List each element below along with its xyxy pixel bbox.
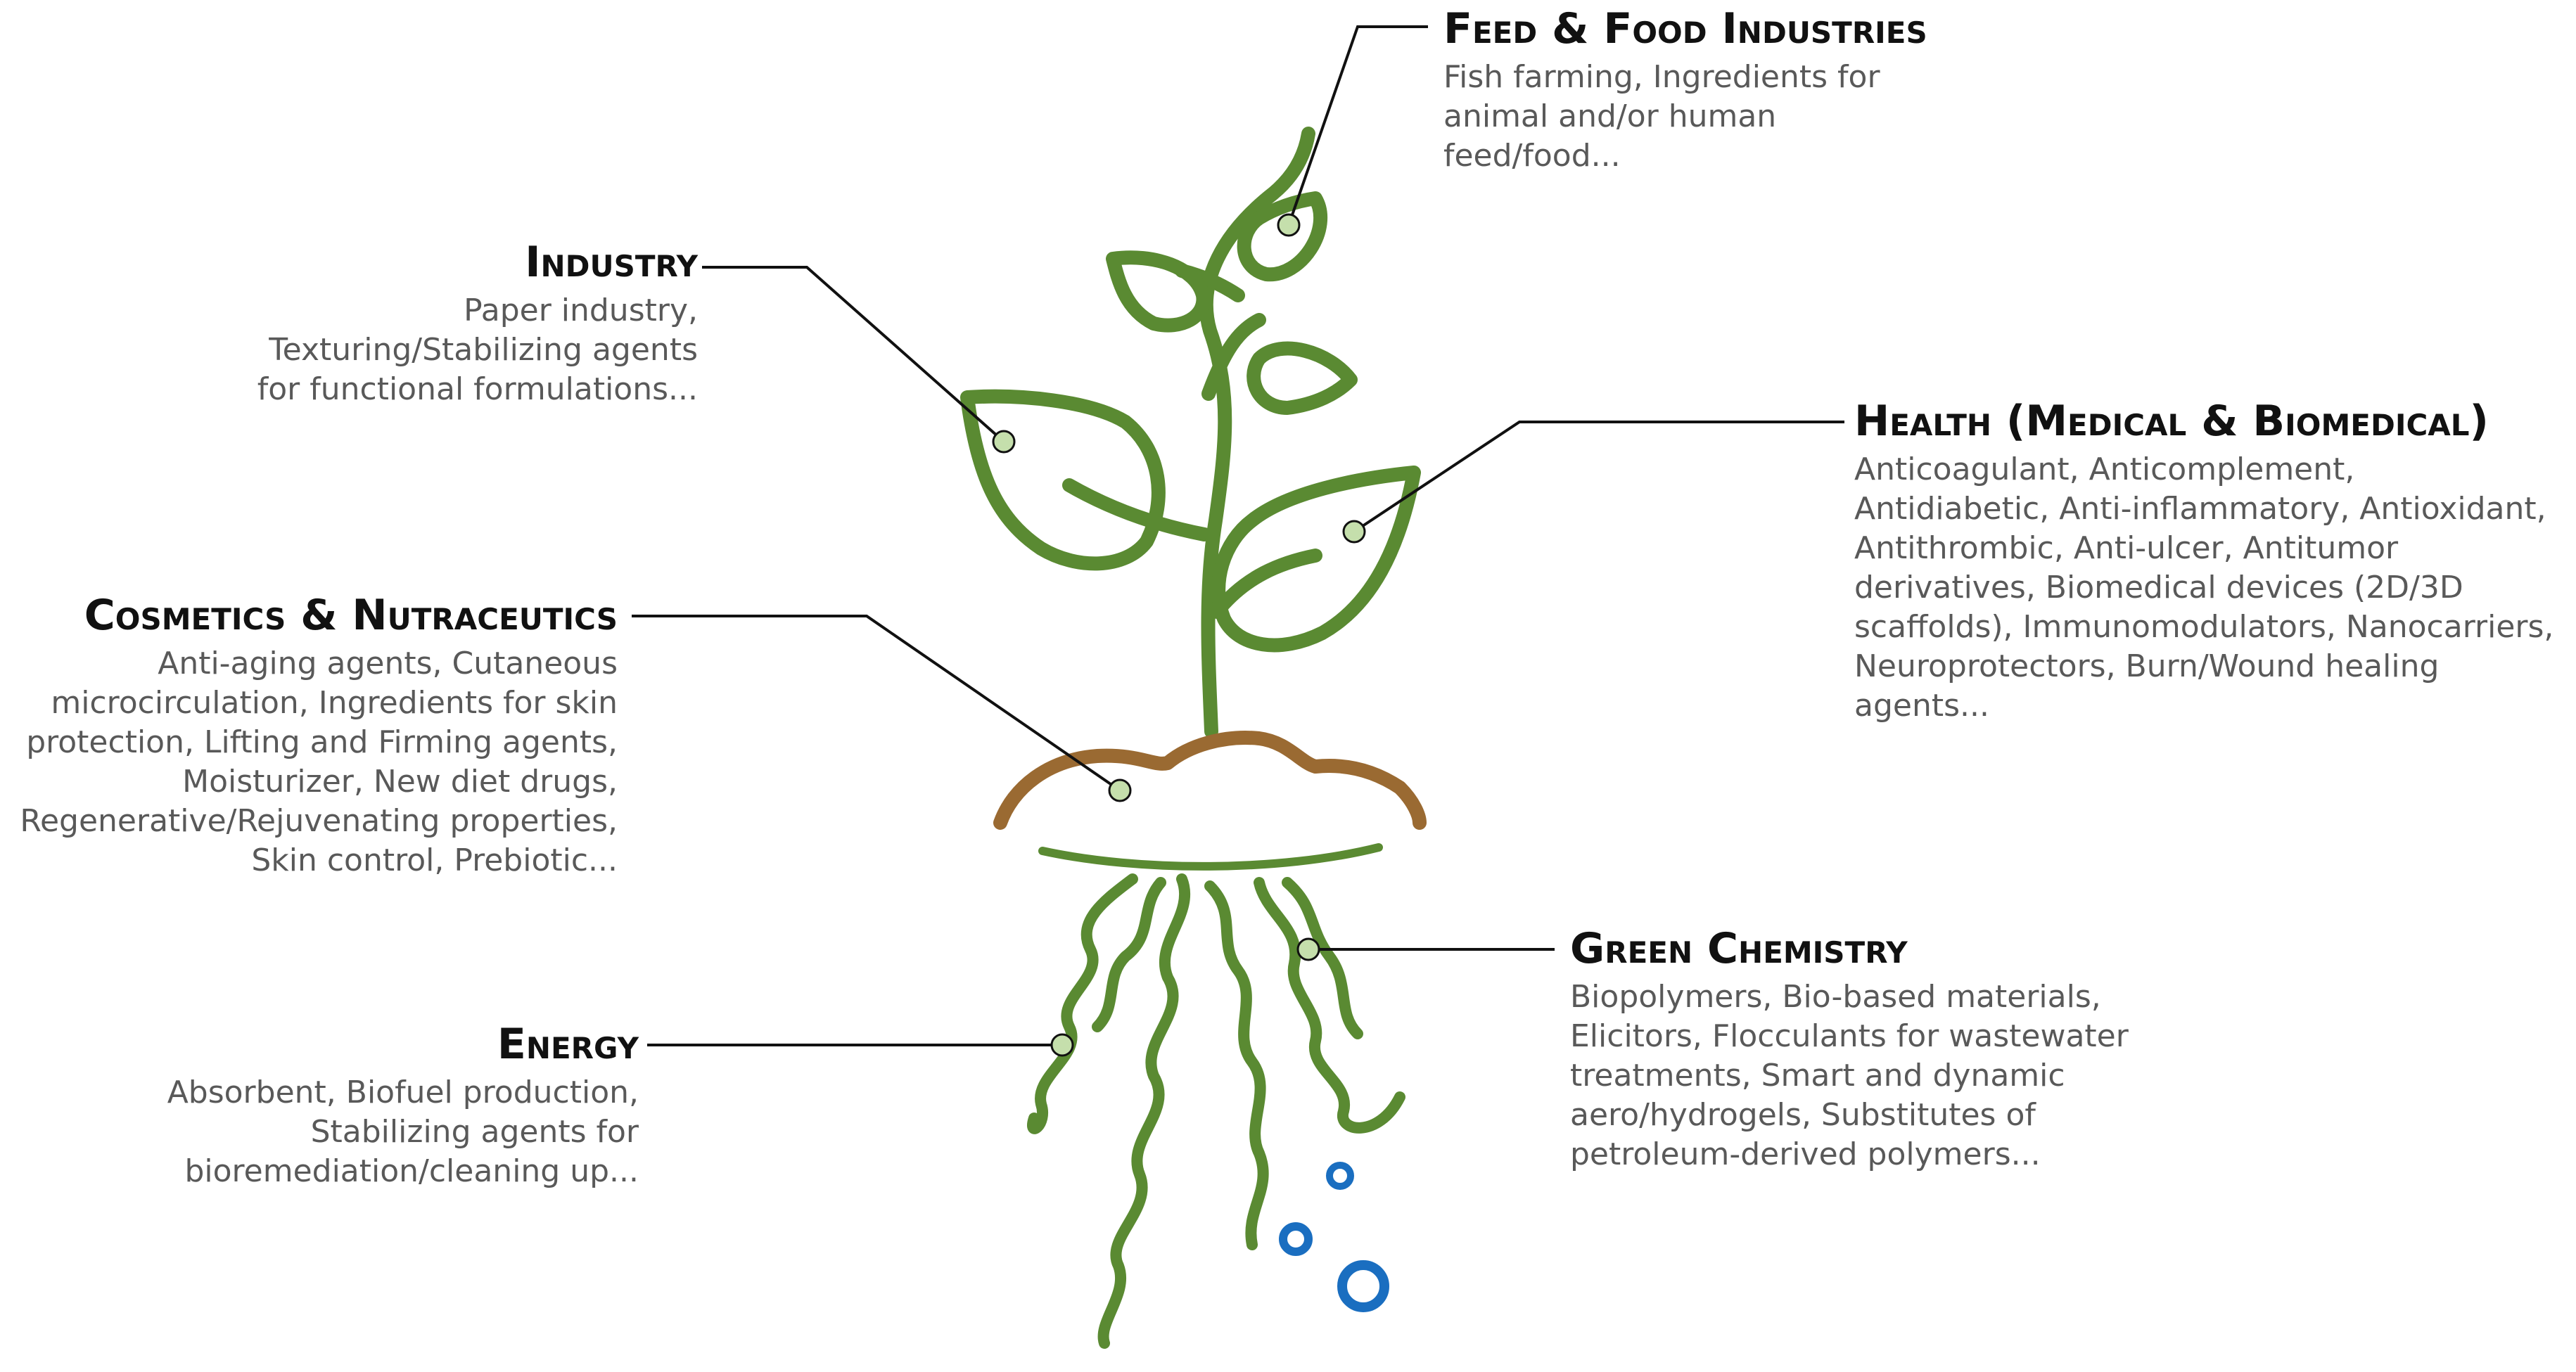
industry-block: Industry Paper industry, Texturing/Stabi… [169,239,698,409]
leaf-upper-left [1106,250,1211,333]
bubble-medium [1279,1222,1313,1256]
leaf-large-left [960,389,1166,571]
connector-feed [1287,25,1428,226]
green-desc: Biopolymers, Bio-based materials, Elicit… [1570,979,2129,1172]
green-title: Green Chemistry [1570,924,1908,973]
cosmetics-block: Cosmetics & Nutraceutics Anti-aging agen… [11,592,618,880]
health-title: Health (Medical & Biomedical) [1854,397,2489,446]
connector-health [1353,421,1844,533]
green-block: Green Chemistry Biopolymers, Bio-based m… [1570,925,2203,1174]
bubble-small [1326,1162,1354,1190]
node-energy [1050,1033,1074,1057]
plant-stem [1062,127,1322,738]
cosmetics-title: Cosmetics & Nutraceutics [84,591,618,640]
bubble-large [1337,1260,1389,1312]
leaf-large-right [1211,466,1421,653]
health-block: Health (Medical & Biomedical) Anticoagul… [1854,398,2569,726]
node-cosmetics [1108,778,1132,802]
energy-title: Energy [497,1020,639,1069]
energy-block: Energy Absorbent, Biofuel production, St… [141,1021,639,1191]
soil-line [1038,843,1383,871]
feed-block: Feed & Food Industries Fish farming, Ing… [1443,6,1978,176]
roots [1027,873,1405,1349]
connector-nodes [992,213,1366,1057]
node-health [1342,520,1366,544]
industry-desc: Paper industry, Texturing/Stabilizing ag… [257,293,698,407]
bubbles [1279,1162,1389,1312]
soil [993,731,1427,830]
cosmetics-desc: Anti-aging agents, Cutaneous microcircul… [20,646,618,878]
leaf-top [1237,191,1328,282]
node-green [1296,937,1320,961]
health-desc: Anticoagulant, Anticomplement, Antidiabe… [1854,451,2554,724]
connector-cosmetics [632,615,1121,792]
feed-desc: Fish farming, Ingredients for animal and… [1443,59,1880,174]
connector-industry [702,266,1005,443]
leaf-middle-right [1246,341,1358,415]
node-industry [992,430,1016,454]
energy-desc: Absorbent, Biofuel production, Stabilizi… [167,1075,639,1189]
leaves [960,191,1421,653]
feed-title: Feed & Food Industries [1443,4,1927,53]
connectors [632,25,1844,1046]
node-feed [1277,213,1301,237]
industry-title: Industry [525,238,698,287]
